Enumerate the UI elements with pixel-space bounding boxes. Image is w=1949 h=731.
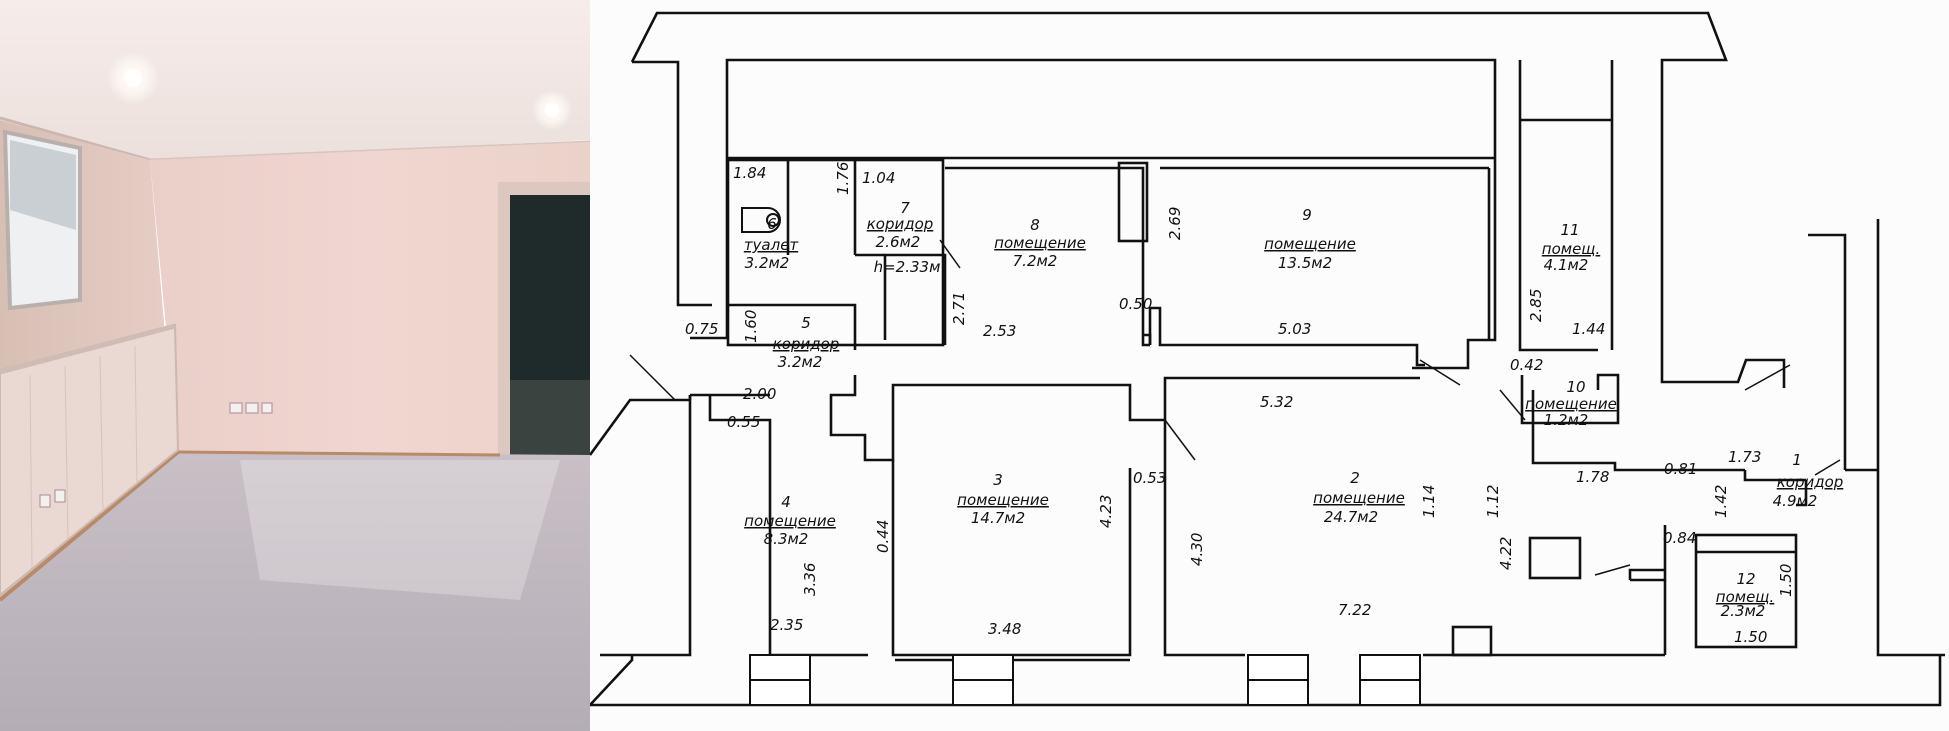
- room-label-2: 2 помещение 24.7м2: [1313, 469, 1405, 526]
- room-area: 13.5м2: [1278, 254, 1332, 272]
- room-name: помещ.: [1716, 588, 1774, 606]
- dim-label: 0.42: [1510, 356, 1543, 374]
- dim-label: 7.22: [1338, 601, 1371, 619]
- room-name: помещение: [744, 512, 836, 530]
- room-number: 5: [801, 314, 811, 332]
- dim-label: 0.81: [1664, 460, 1697, 478]
- room-number: 12: [1736, 570, 1755, 588]
- room-name: помещение: [1313, 489, 1405, 507]
- room-number: 2: [1350, 469, 1360, 487]
- room-area: 14.7м2: [971, 509, 1025, 527]
- room-number: 10: [1566, 378, 1585, 396]
- room-area: 4.1м2: [1544, 256, 1589, 274]
- room-label-10: 10 помещение 1.2м2: [1525, 378, 1617, 429]
- dim-label: 0.55: [727, 413, 760, 431]
- dim-label: 5.32: [1260, 393, 1293, 411]
- back-wall: [150, 142, 590, 455]
- room-area: 8.3м2: [764, 530, 809, 548]
- room-name: помещение: [994, 234, 1086, 252]
- plan-windows: [749, 654, 1421, 706]
- room-label-9: 9 помещение 13.5м2: [1264, 206, 1356, 272]
- dim-label: 2.53: [983, 322, 1016, 340]
- room-area: 2.3м2: [1721, 602, 1766, 620]
- dim-label: 1.84: [733, 164, 766, 182]
- dim-label: 1.78: [1576, 468, 1609, 486]
- room-name: коридор: [773, 335, 840, 353]
- dim-label: 0.75: [685, 320, 718, 338]
- dim-label: 2.71: [950, 292, 968, 325]
- dim-label: 0.44: [874, 520, 892, 553]
- room-number: 1: [1792, 451, 1802, 469]
- dim-label: 1.76: [834, 162, 852, 195]
- dim-label: 2.00: [743, 385, 776, 403]
- room-number: 4: [781, 493, 791, 511]
- dim-label: 1.50: [1734, 628, 1767, 646]
- dim-label: 4.22: [1497, 537, 1515, 570]
- room-name: помещение: [1525, 395, 1617, 413]
- room-label-11: 11 помещ. 4.1м2: [1542, 221, 1600, 274]
- power-socket-icon: [39, 402, 273, 508]
- floor: [0, 452, 590, 731]
- door-swings: [629, 239, 1841, 576]
- room-name: коридор: [1777, 473, 1844, 491]
- room-label-1: 1 коридор 4.9м2: [1773, 451, 1844, 510]
- wall-panel: [0, 323, 180, 597]
- room-area: 4.9м2: [1773, 492, 1818, 510]
- dim-label: 1.42: [1712, 485, 1730, 518]
- room-label-5: 5 коридор 3.2м2: [773, 314, 840, 371]
- room-label-7: 7 коридор 2.6м2 h=2.33м: [867, 199, 941, 276]
- room-label-8: 8 помещение 7.2м2: [994, 216, 1086, 270]
- dim-label: 4.23: [1097, 495, 1115, 528]
- dim-label: 1.04: [862, 169, 895, 187]
- toilet-icon: [741, 207, 781, 233]
- room-number: 3: [993, 471, 1003, 489]
- dim-label: 1.14: [1420, 485, 1438, 518]
- room-area: 1.2м2: [1544, 411, 1589, 429]
- dim-label: 1.12: [1484, 485, 1502, 518]
- room-number: 9: [1302, 206, 1312, 224]
- room-area: 3.2м2: [745, 254, 790, 272]
- dim-label: 0.84: [1663, 529, 1696, 547]
- room-name: помещение: [957, 491, 1049, 509]
- ceiling: [0, 0, 590, 162]
- dim-label: 5.03: [1278, 320, 1311, 338]
- dim-label: 2.35: [770, 616, 803, 634]
- dim-label: 1.73: [1728, 448, 1761, 466]
- room-area: 2.6м2: [876, 233, 921, 251]
- dim-label: 2.69: [1166, 207, 1184, 240]
- room-name: помещение: [1264, 235, 1356, 253]
- room-photo: [0, 0, 590, 731]
- room-number: 6: [767, 215, 777, 233]
- room-label-4: 4 помещение 8.3м2: [744, 493, 836, 548]
- room-number: 8: [1030, 216, 1040, 234]
- dim-label: 2.85: [1527, 289, 1545, 322]
- dim-label: 0.50: [1119, 295, 1152, 313]
- dim-label: 1.60: [742, 310, 760, 343]
- room-area: 7.2м2: [1013, 252, 1058, 270]
- room-label-6: 6 туалет 3.2м2: [744, 215, 800, 272]
- dim-label: 3.36: [801, 563, 819, 596]
- room-height: h=2.33м: [874, 258, 941, 276]
- room-name: туалет: [744, 236, 800, 254]
- dim-label: 3.48: [988, 620, 1021, 638]
- room-number: 7: [900, 199, 910, 217]
- dim-label: 1.50: [1777, 564, 1795, 597]
- floor-plan: 1 коридор 4.9м2 2 помещение 24.7м2 3 пом…: [590, 0, 1949, 731]
- room-label-12: 12 помещ. 2.3м2: [1716, 570, 1774, 620]
- window: [2, 129, 82, 311]
- room-area: 3.2м2: [778, 353, 823, 371]
- dim-label: 0.53: [1133, 469, 1166, 487]
- room-label-3: 3 помещение 14.7м2: [957, 471, 1049, 527]
- room-number: 11: [1560, 221, 1579, 239]
- dim-label: 1.44: [1572, 320, 1605, 338]
- room-area: 24.7м2: [1324, 508, 1378, 526]
- room-name: коридор: [867, 215, 934, 233]
- ceiling-light-icon: [107, 52, 572, 130]
- room-name: помещ.: [1542, 240, 1600, 258]
- dim-label: 4.30: [1188, 533, 1206, 566]
- doorway: [498, 182, 590, 460]
- dimension-labels: 1.84 1.76 1.04 2.69 0.75 1.60 2.71 2.53 …: [685, 162, 1795, 646]
